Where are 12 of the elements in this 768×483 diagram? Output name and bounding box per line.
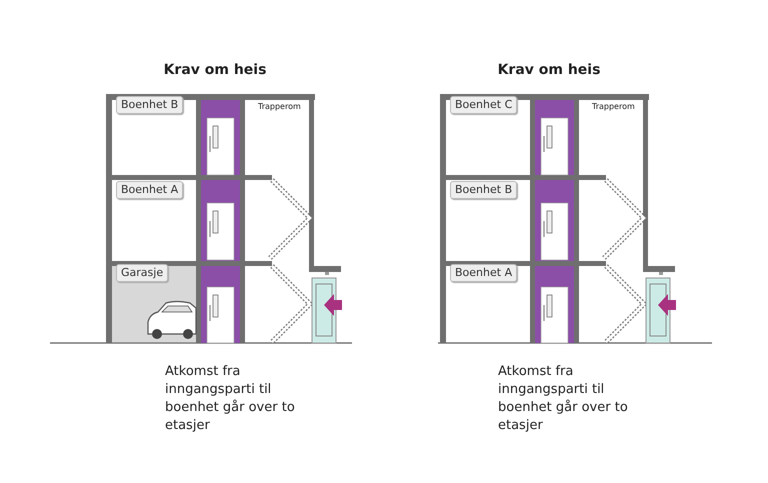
- room-tag: Boenhet A: [116, 181, 184, 199]
- room-tag: Boenhet B: [116, 96, 184, 114]
- caption: Atkomst fra inngangsparti til boenhet går over to etasjer: [165, 363, 296, 435]
- room-tag: Boenhet B: [450, 181, 518, 199]
- caption: Atkomst fra inngangsparti til boenhet går over to etasjer: [498, 363, 629, 435]
- panel-heading: Krav om heis: [498, 62, 600, 78]
- panel-heading: Krav om heis: [164, 62, 266, 78]
- room-tag: Boenhet A: [450, 264, 518, 282]
- room-label: Trapperom: [258, 102, 301, 111]
- room-tag: Boenhet C: [450, 96, 518, 114]
- room-tag: Garasje: [116, 264, 168, 282]
- room-label: Trapperom: [592, 102, 635, 111]
